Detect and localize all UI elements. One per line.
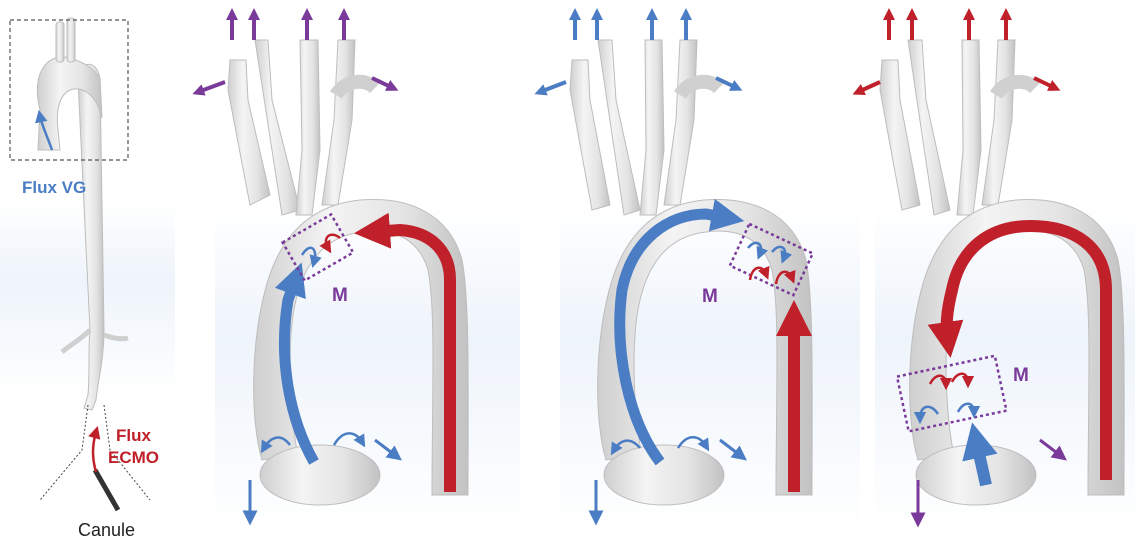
branch: [296, 40, 320, 215]
mixing-zone-label: M: [332, 285, 348, 307]
cannula-label: Canule: [78, 520, 135, 541]
mixing-zone-label: M: [1013, 365, 1029, 387]
lv-flow-label: Flux VG: [22, 178, 86, 198]
branch-curl: [680, 82, 719, 95]
mixing-zone-label: M: [702, 286, 718, 308]
cannula: [95, 470, 118, 510]
aortic-root: [260, 445, 380, 505]
branch: [982, 40, 1015, 205]
branch: [322, 40, 355, 205]
ecmo-flow-arrow: [93, 432, 96, 472]
outflow-arrow: [198, 82, 225, 92]
ecmo-flow-label-line2: ECMO: [108, 447, 159, 469]
outflow-arrow: [858, 82, 880, 92]
branch: [56, 22, 64, 62]
ecmo-flow-label-line1: Flux: [108, 425, 159, 447]
branch: [664, 40, 697, 205]
branch: [957, 40, 981, 215]
outflow-arrow: [540, 82, 566, 92]
branch: [640, 40, 664, 215]
branch: [67, 18, 75, 62]
branch-curl: [996, 82, 1035, 95]
ecmo-flow-label: Flux ECMO: [108, 425, 159, 469]
branch-curl: [336, 82, 375, 95]
aortic-root: [604, 445, 724, 505]
